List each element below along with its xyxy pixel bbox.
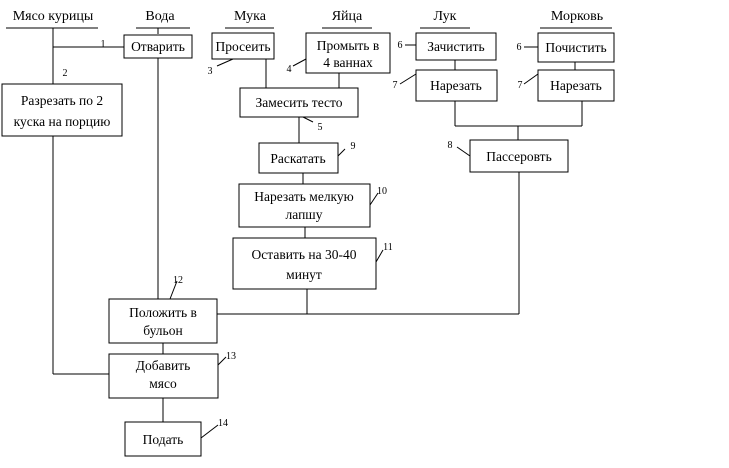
step-number: 6 [517,42,522,53]
ingredient-carrot: Морковь [551,9,603,24]
step-label: бульон [143,323,182,338]
step-saute: Пассеровть 8 [448,139,569,173]
ingredient-eggs: Яйца [332,9,363,24]
step-label: Раскатать [270,151,325,166]
step-label: Просеить [215,39,270,54]
step-number: 1 [101,39,106,50]
step-number: 4 [287,64,292,75]
step-number: 2 [63,68,68,79]
step-number: 8 [448,140,453,151]
step-label: Нарезать [430,78,482,93]
step-label: Замесить тесто [256,95,343,110]
step-number: 12 [173,275,183,286]
step-label: Нарезать [550,78,602,93]
step-cut-noodles: Нарезать мелкую лапшу 10 [238,183,387,228]
ingredients: Мясо курицы Вода Мука Яйца Лук Морковь [13,9,603,24]
step-label: куска на порцию [14,114,111,129]
step-number: 14 [218,418,228,429]
step-number: 6 [398,40,403,51]
step-peel-carrot: Почистить 6 [517,32,615,63]
step-chop-carrot: Нарезать 7 [518,69,615,102]
step-peel-onion: Зачистить 6 [398,32,497,61]
step-label: Отварить [131,39,185,54]
step-label: Зачистить [427,39,484,54]
step-number: 7 [393,80,398,91]
step-label: лапшу [286,207,323,222]
step-boil: Отварить 1 [101,34,193,59]
step-label: минут [286,267,322,282]
ingredient-chicken: Мясо курицы [13,9,94,24]
ingredient-water: Вода [145,9,175,24]
ingredient-onion: Лук [434,9,457,24]
step-wash-eggs: Промыть в 4 ваннах 4 [287,32,391,75]
step-label: Пассеровть [486,149,551,164]
step-label: Промыть в [317,38,379,53]
ingredient-flour: Мука [234,9,267,24]
step-add-meat: Добавить мясо 13 [108,351,236,399]
step-label: Нарезать мелкую [254,189,354,204]
step-serve: Подать 14 [124,418,228,457]
step-chop-onion: Нарезать 7 [393,69,498,102]
step-number: 10 [377,186,387,197]
step-number: 9 [351,141,356,152]
step-sift: Просеить 3 [208,32,275,77]
step-cut-meat: Разрезать по 2 куска на порцию 2 [1,68,123,137]
step-knead: Замесить тесто 5 [239,87,359,133]
step-number: 7 [518,80,523,91]
step-number: 3 [208,66,213,77]
step-label: мясо [149,376,177,391]
step-to-broth: Положить в бульон 12 [108,275,218,344]
step-number: 13 [226,351,236,362]
step-roll: Раскатать 9 [258,141,356,174]
step-label: Разрезать по 2 [21,93,103,108]
step-number: 5 [318,122,323,133]
step-number: 11 [383,242,393,253]
step-label: 4 ваннах [323,55,373,70]
step-label: Подать [143,432,184,447]
step-label: Добавить [136,358,190,373]
step-label: Оставить на 30-40 [252,247,357,262]
step-label: Положить в [129,305,197,320]
step-label: Почистить [545,40,606,55]
step-rest: Оставить на 30-40 минут 11 [232,237,393,290]
